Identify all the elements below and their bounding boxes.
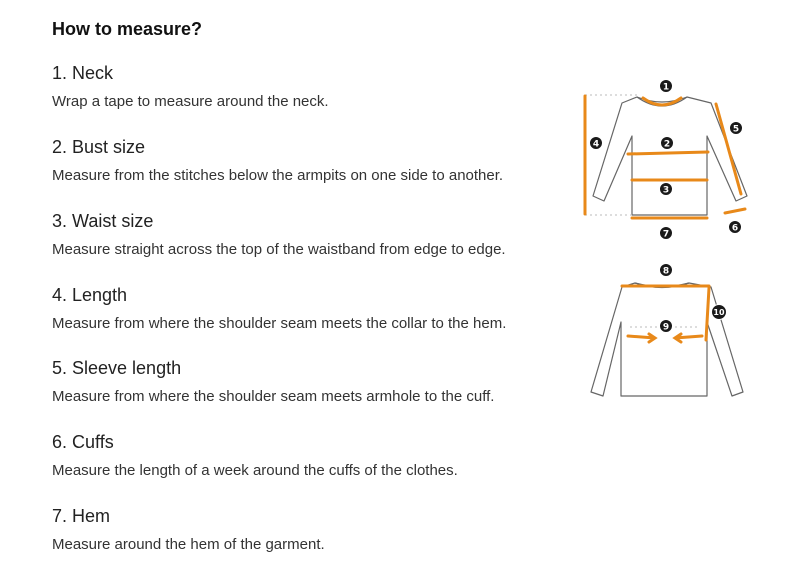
svg-text:10: 10 [713, 308, 725, 317]
marker-10: 10 [711, 304, 727, 320]
item-title: 6. Cuffs [52, 432, 114, 452]
marker-7: 7 [659, 226, 673, 240]
svg-text:8: 8 [663, 267, 669, 277]
item-title: 3. Waist size [52, 211, 154, 231]
svg-text:6: 6 [732, 224, 738, 234]
item-description: Measure from where the shoulder seam mee… [52, 315, 507, 332]
svg-text:7: 7 [663, 230, 669, 240]
item-description: Measure the length of a week around the … [52, 462, 458, 479]
measure-item-neck: 1. Neck Wrap a tape to measure around th… [52, 62, 572, 112]
marker-6: 6 [728, 220, 742, 234]
marker-9: 9 [659, 319, 673, 333]
item-title: 1. Neck [52, 63, 114, 83]
svg-text:9: 9 [663, 323, 669, 333]
marker-5: 5 [729, 121, 743, 135]
measure-item-cuffs: 6. Cuffs Measure the length of a week ar… [52, 431, 572, 481]
marker-1: 1 [659, 79, 673, 93]
measure-item-length: 4. Length Measure from where the shoulde… [52, 284, 572, 334]
measure-item-bust: 2. Bust size Measure from the stitches b… [52, 136, 572, 186]
marker-3: 3 [659, 182, 673, 196]
svg-text:5: 5 [733, 125, 739, 135]
item-title: 4. Length [52, 285, 128, 305]
item-title: 2. Bust size [52, 137, 146, 157]
svg-text:2: 2 [664, 140, 670, 150]
marker-4: 4 [589, 136, 603, 150]
measurement-diagram: 1 2 3 4 5 6 7 8 9 10 [583, 79, 748, 397]
svg-text:3: 3 [663, 186, 669, 196]
item-description: Measure from where the shoulder seam mee… [52, 388, 495, 405]
marker-8: 8 [659, 263, 673, 277]
svg-text:4: 4 [593, 140, 599, 150]
item-description: Wrap a tape to measure around the neck. [52, 93, 329, 110]
item-title: 5. Sleeve length [52, 358, 182, 378]
svg-text:1: 1 [663, 83, 669, 93]
item-description: Measure from the stitches below the armp… [52, 167, 504, 184]
item-description: Measure around the hem of the garment. [52, 536, 325, 553]
marker-2: 2 [660, 136, 674, 150]
page-title: How to measure? [52, 19, 203, 39]
item-description: Measure straight across the top of the w… [52, 241, 506, 258]
measure-item-waist: 3. Waist size Measure straight across th… [52, 210, 572, 260]
item-title: 7. Hem [52, 506, 111, 526]
measure-item-hem: 7. Hem Measure around the hem of the gar… [52, 505, 572, 555]
measure-item-sleeve: 5. Sleeve length Measure from where the … [52, 357, 572, 407]
